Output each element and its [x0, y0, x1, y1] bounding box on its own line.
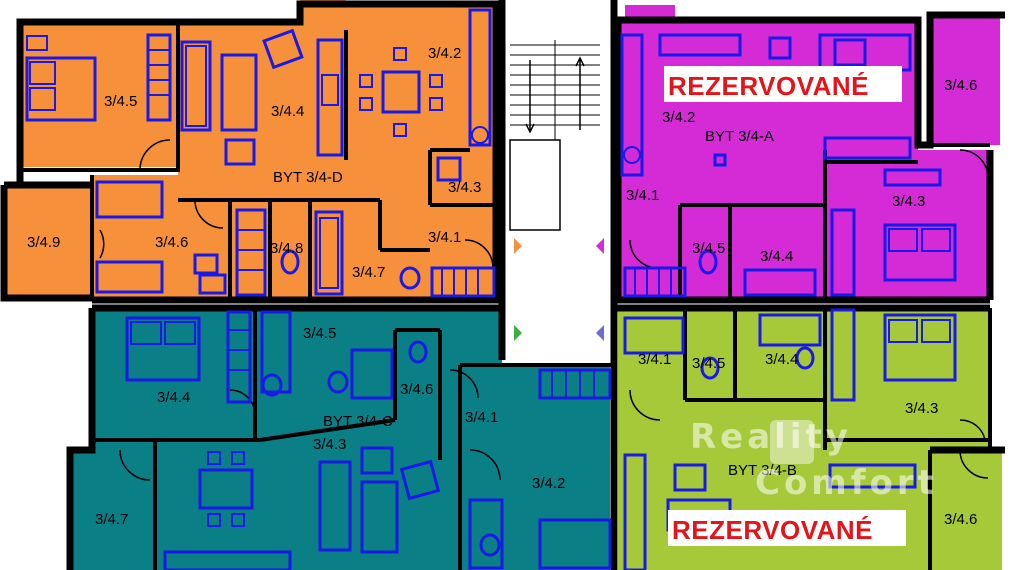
watermark-logo: Reality Comfort: [690, 417, 938, 503]
room-label: 3/4.6: [400, 381, 433, 398]
doors: [99, 139, 989, 481]
apartment-name: BYT 3/4-B: [728, 462, 797, 479]
watermark-house-icon: [770, 420, 814, 464]
room-label: 3/4.2: [662, 109, 695, 126]
reserved-badge: REZERVOVANÉ: [668, 71, 869, 101]
room-label: 3/4.3: [905, 400, 938, 417]
reserved-badge-bg: [668, 510, 906, 546]
room-label: 3/4.4: [760, 248, 793, 265]
furniture: [25, 8, 957, 570]
bed-icon: [883, 223, 957, 282]
room-label: 3/4.1: [465, 409, 498, 426]
entrance-arrow-icon: [514, 238, 522, 254]
room-label: 3/4.4: [157, 389, 190, 406]
stairs-icon: [509, 40, 600, 231]
room-label: 3/4.5: [692, 355, 725, 372]
apartment-name: BYT 3/4-D: [273, 169, 343, 186]
dining-table-icon: [198, 451, 254, 527]
apartment-a[interactable]: [618, 5, 1000, 300]
room-label: 3/4.3: [313, 436, 346, 453]
room-label: 3/4.4: [765, 351, 798, 368]
bathtub-icon: [314, 210, 344, 296]
room-label: 3/4.3: [448, 179, 481, 196]
kitchen-icon: [316, 8, 492, 157]
bed-icon: [25, 35, 97, 122]
room-label: 3/4.1: [626, 187, 659, 204]
toilet-icon: [280, 249, 421, 290]
staircase: [506, 0, 610, 360]
apartment-c-labels: 3/4.5 3/4.6 3/4.4 BYT 3/4-C 3/4.3 3/4.1 …: [95, 325, 565, 528]
entrance-arrow-icon: [514, 325, 522, 341]
room-label: 3/4.9: [27, 234, 60, 251]
room-label: 3/4.6: [155, 234, 188, 251]
apartment-d-labels: 3/4.5 3/4.4 3/4.2 BYT 3/4-D 3/4.3 3/4.6 …: [27, 45, 481, 281]
entrance-arrow-icon: [596, 325, 604, 341]
watermark-text-line2: Comfort: [755, 463, 938, 503]
dining-table-icon: [359, 47, 443, 137]
room-label: 3/4.3: [892, 193, 925, 210]
room-label: 3/4.2: [532, 475, 565, 492]
sofa-icon: [180, 28, 304, 166]
wardrobe-icon: [146, 33, 172, 122]
apartment-b-labels: 3/4.1 3/4.5 3/4.4 3/4.3 BYT 3/4-B 3/4.6 …: [638, 351, 977, 546]
room-label: 3/4.6: [944, 511, 977, 528]
room-label: 3/4.2: [428, 45, 461, 62]
bed-icon: [883, 313, 957, 382]
reserved-badge-bg: [664, 66, 902, 102]
room-label: 3/4.6: [944, 77, 977, 94]
room-label: 3/4.5: [303, 325, 336, 342]
apartment-a-labels: REZERVOVANÉ 3/4.2 BYT 3/4-A 3/4.6 3/4.1 …: [626, 66, 977, 265]
watermark-text-line1: Reality: [690, 417, 852, 457]
room-label: 3/4.5: [104, 93, 137, 110]
room-label: 3/4.7: [95, 511, 128, 528]
room-label: 3/4.8: [270, 240, 303, 257]
room-label: 3/4.5: [692, 240, 725, 257]
apartment-name: BYT 3/4-A: [705, 128, 774, 145]
room-label: 3/4.7: [352, 264, 385, 281]
room-label: 3/4.1: [428, 229, 461, 246]
bed-icon: [125, 316, 201, 382]
entrance-arrow-icon: [596, 238, 604, 254]
apartment-name: BYT 3/4-C: [323, 413, 393, 430]
room-label: 3/4.1: [638, 351, 671, 368]
reserved-badge: REZERVOVANÉ: [672, 515, 873, 545]
room-label: 3/4.4: [271, 103, 304, 120]
